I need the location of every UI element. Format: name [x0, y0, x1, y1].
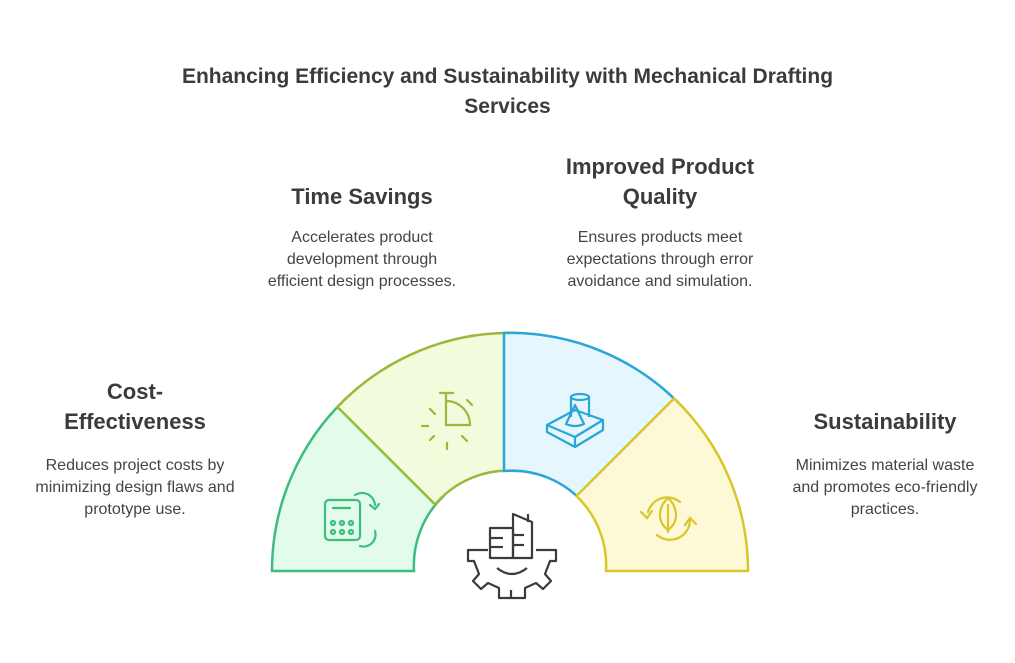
diagram-title: Enhancing Efficiency and Sustainability … [181, 65, 834, 118]
desc-time-savings: Accelerates product development through … [267, 229, 457, 290]
segment-sustainability [574, 396, 750, 573]
desc-sustainability: Minimizes material waste and promotes ec… [792, 457, 978, 518]
desc-cost-effectiveness: Reduces project costs by minimizing desi… [35, 457, 235, 518]
heading-improved-quality: Improved Product Quality [565, 154, 755, 209]
heading-time-savings: Time Savings [291, 184, 433, 209]
3d-shapes-icon [545, 392, 605, 449]
desc-improved-quality: Ensures products meet expectations throu… [566, 229, 754, 290]
calculator-cycle-icon [323, 491, 381, 548]
gear-building-icon [466, 512, 558, 600]
leaf-recycle-icon [639, 496, 698, 541]
timer-icon [420, 391, 474, 451]
heading-sustainability: Sustainability [813, 409, 957, 434]
heading-cost-effectiveness: Cost- Effectiveness [64, 379, 206, 434]
